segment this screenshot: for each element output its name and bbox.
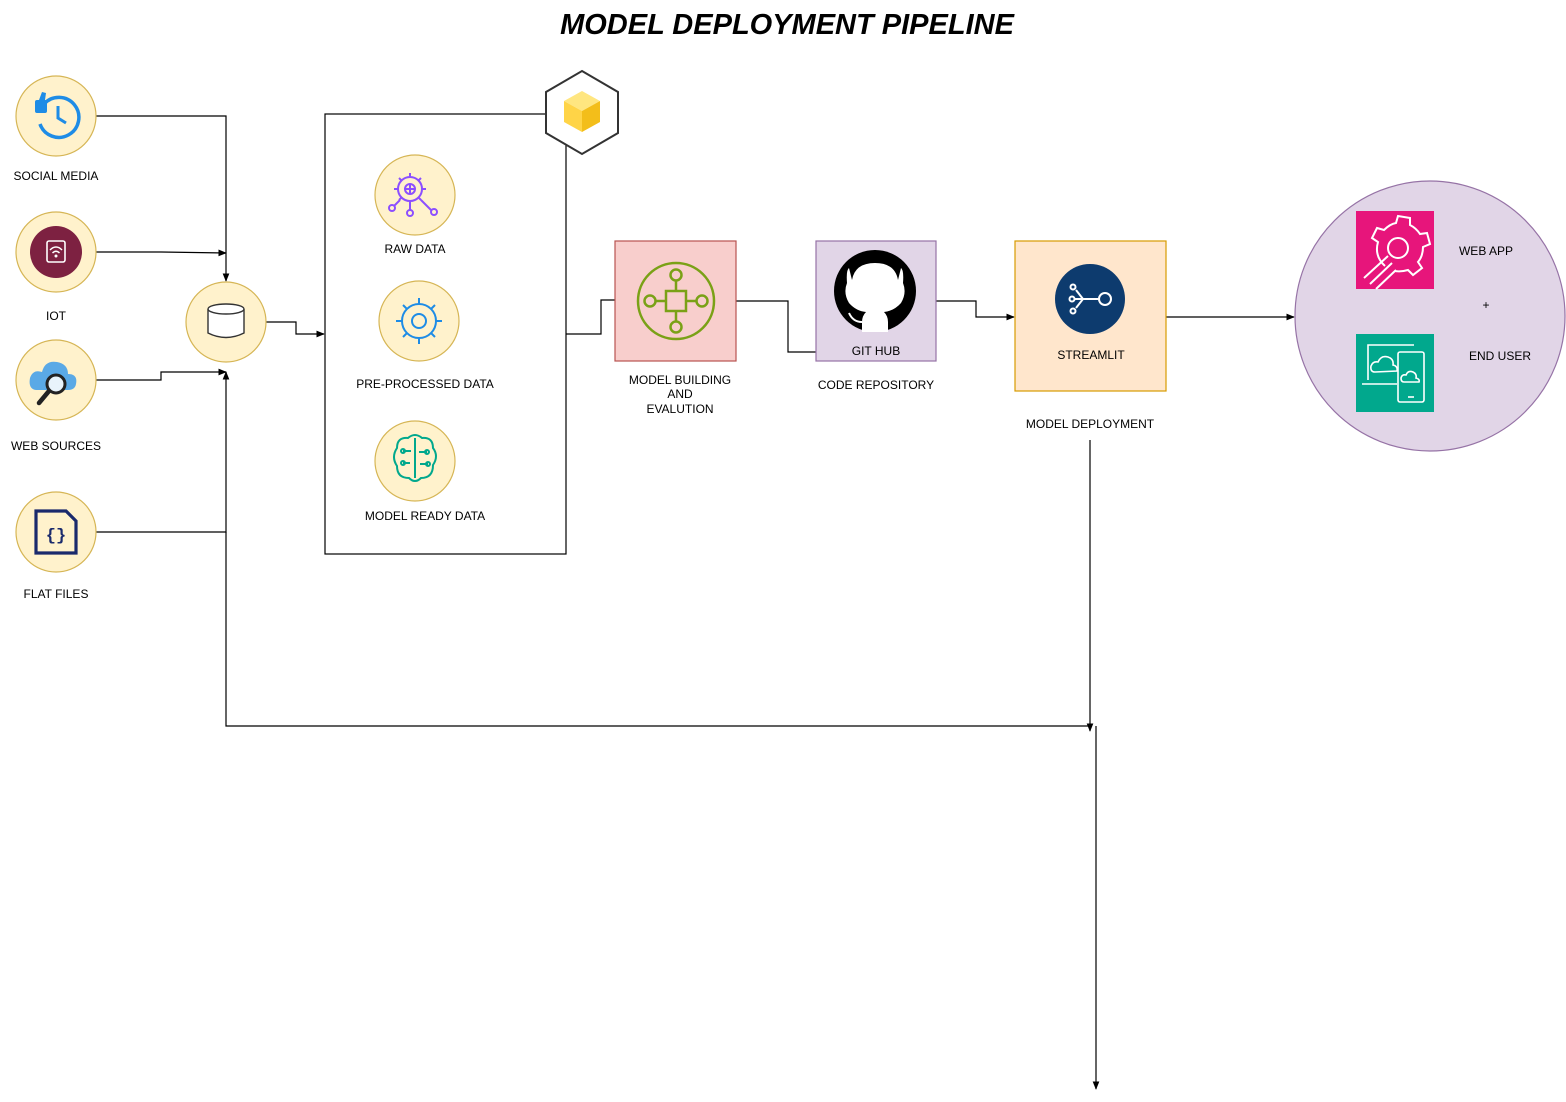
model-building-node: MODEL BUILDING AND EVALUTION (614, 240, 737, 416)
connector-loop-bottom (225, 532, 1091, 727)
source-iot: IOT (15, 211, 97, 323)
github-caption: CODE REPOSITORY (818, 378, 934, 392)
connector-db-to-data-container (266, 321, 325, 338)
svg-text:{}: {} (46, 527, 66, 546)
brain-circuit-icon (393, 434, 437, 482)
gear-icon (396, 298, 442, 344)
end-user-label: END USER (1469, 349, 1531, 363)
json-file-icon: {} (34, 509, 78, 555)
model-building-label-line1: MODEL BUILDING (629, 373, 731, 387)
model-building-label-line2: AND (667, 387, 693, 401)
connector-iot-to-db (96, 249, 227, 257)
data-container: RAW DATA PRE-PROCESSED DATA MODEL READY … (324, 69, 619, 555)
ml-network-icon (636, 261, 716, 341)
database-node (185, 281, 267, 363)
gear-speed-icon (1356, 211, 1434, 290)
stage-model-ready-data: MODEL READY DATA (365, 420, 485, 523)
cube-icon (545, 69, 619, 156)
streamlit-icon (1055, 264, 1125, 334)
source-label: WEB SOURCES (11, 439, 101, 453)
connector-social-to-db (96, 115, 230, 282)
streamlit-label: STREAMLIT (1057, 348, 1125, 362)
stage-label: MODEL READY DATA (365, 509, 485, 523)
laptop-cloud-icon (1356, 334, 1434, 412)
source-social-media: SOCIAL MEDIA (14, 75, 99, 183)
wifi-device-icon (30, 226, 82, 278)
thumbs-up-clock-icon (35, 92, 81, 140)
source-flat-files: {} FLAT FILES (15, 491, 97, 601)
stage-label: RAW DATA (384, 242, 445, 256)
web-app-label: WEB APP (1459, 244, 1513, 258)
gear-network-icon (388, 173, 438, 217)
streamlit-caption: MODEL DEPLOYMENT (1026, 417, 1155, 431)
stage-preprocessed-data: PRE-PROCESSED DATA (356, 280, 494, 391)
connector-flat-to-db (96, 371, 230, 533)
connectors (96, 115, 1295, 1090)
connector-web-to-db (96, 368, 227, 381)
plus-label: + (1482, 298, 1489, 312)
connector-github-to-streamlit (936, 300, 1015, 321)
source-web-sources: WEB SOURCES (11, 339, 101, 453)
github-node: GIT HUB CODE REPOSITORY (815, 240, 937, 392)
source-label: FLAT FILES (24, 587, 89, 601)
github-icon (834, 250, 916, 332)
database-icon (207, 303, 245, 339)
stage-raw-data: RAW DATA (374, 154, 456, 256)
cloud-search-icon (29, 361, 77, 406)
source-circle (15, 75, 97, 157)
github-label: GIT HUB (852, 344, 900, 358)
page-title: MODEL DEPLOYMENT PIPELINE (560, 9, 1016, 41)
connector-model-to-github (736, 300, 816, 353)
stage-label: PRE-PROCESSED DATA (356, 377, 494, 391)
endpoint-node: WEB APP + END USER (1294, 180, 1566, 452)
source-label: IOT (46, 309, 67, 323)
streamlit-node: STREAMLIT MODEL DEPLOYMENT (1014, 240, 1167, 431)
source-label: SOCIAL MEDIA (14, 169, 99, 183)
model-building-label-line3: EVALUTION (646, 402, 713, 416)
